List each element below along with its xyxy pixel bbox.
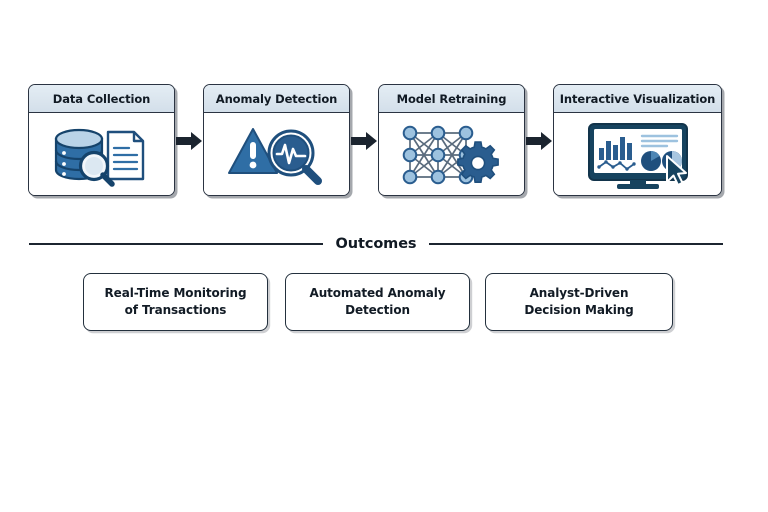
stage-title: Model Retraining [396,91,507,106]
stage-model-retraining[interactable]: Model Retraining [378,84,525,196]
stage-anomaly-detection[interactable]: Anomaly Detection [203,84,350,196]
database-document-search-icon [46,122,158,188]
outcome-card-analyst-driven-decision-making[interactable]: Analyst-Driven Decision Making [485,273,673,331]
outcome-label: Real-Time Monitoring of Transactions [104,286,247,317]
right-arrow-icon [525,130,553,152]
stage-icon-area [29,113,174,195]
stage-header: Model Retraining [379,85,524,113]
pipeline-flow: Data Collection [28,84,724,198]
stage-header: Interactive Visualization [554,85,721,113]
neural-network-gear-icon [400,123,504,187]
stage-title: Data Collection [52,91,151,106]
stage-header: Anomaly Detection [204,85,349,113]
stage-data-collection[interactable]: Data Collection [28,84,175,196]
divider-rule-right [429,242,724,246]
outcome-list: Real-Time Monitoring of Transactions Aut… [83,273,673,331]
outcomes-divider: Outcomes [29,234,724,254]
stage-icon-area [554,113,721,195]
dashboard-monitor-cursor-icon [583,120,693,190]
divider-rule-left [29,242,323,246]
stage-title: Anomaly Detection [215,91,338,106]
right-arrow-icon [175,130,203,152]
stage-icon-area [379,113,524,195]
outcome-card-real-time-monitoring[interactable]: Real-Time Monitoring of Transactions [83,273,268,331]
outcome-label: Analyst-Driven Decision Making [524,286,634,317]
stage-header: Data Collection [29,85,174,113]
stage-interactive-visualization[interactable]: Interactive Visualization [553,84,722,196]
right-arrow-icon [350,130,378,152]
outcomes-title: Outcomes [335,236,417,252]
outcome-card-automated-anomaly-detection[interactable]: Automated Anomaly Detection [285,273,470,331]
warning-triangle-pulse-magnifier-icon [225,123,329,187]
outcome-label: Automated Anomaly Detection [309,286,446,317]
stage-icon-area [204,113,349,195]
stage-title: Interactive Visualization [559,91,716,106]
